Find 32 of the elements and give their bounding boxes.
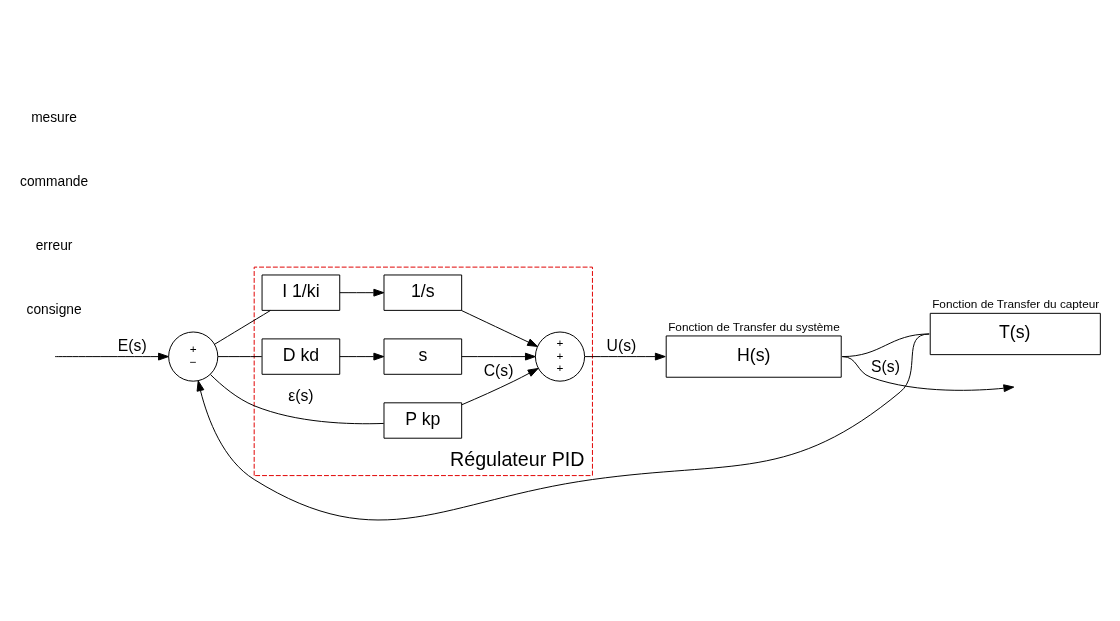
node-box: I 1/ki (261, 274, 341, 311)
node-label: Fonction de Transfer du capteur (932, 297, 1100, 311)
edge-label: C(s) (483, 362, 514, 380)
label: consigne (26, 302, 82, 318)
arrow (461, 352, 536, 361)
connector (209, 374, 385, 425)
arrow (841, 356, 1015, 393)
label: commande (20, 174, 89, 190)
node-box: 1/s (383, 274, 463, 311)
arrow (584, 352, 666, 361)
node-box: H(s) (665, 335, 842, 378)
edge-label: E(s) (117, 337, 147, 355)
edge-label: S(s) (871, 358, 900, 376)
label: erreur (35, 238, 73, 254)
node-box: T(s) (929, 312, 1101, 356)
node-label: Fonction de Transfer du système (668, 319, 840, 333)
arrow (196, 333, 930, 521)
node-box: D kd (261, 338, 341, 375)
label: mesure (31, 110, 78, 126)
arrow (461, 310, 539, 347)
node-box: P kp (383, 402, 463, 439)
node-circle: + + + (534, 331, 586, 382)
arrow (339, 352, 385, 361)
edge-label: U(s) (606, 337, 637, 355)
node-circle: + − (168, 331, 219, 382)
arrow (339, 288, 385, 297)
edge-label: ε(s) (288, 386, 314, 404)
node-box: s (383, 338, 463, 375)
connector (217, 356, 263, 358)
connector (214, 310, 271, 345)
arrow (54, 352, 169, 361)
arrow (461, 368, 539, 406)
